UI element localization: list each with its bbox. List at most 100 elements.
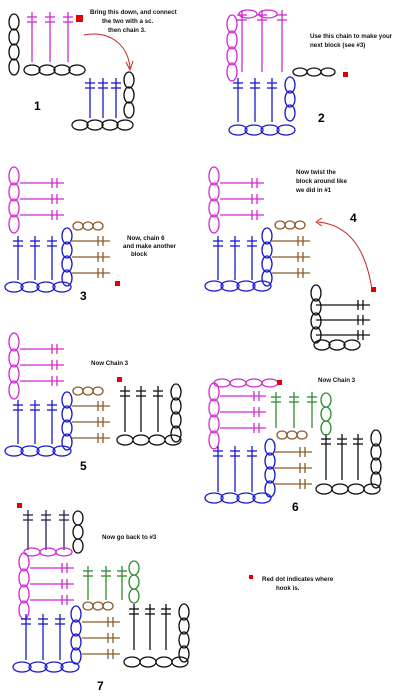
chain-stitch <box>8 166 20 186</box>
chain-stitch <box>52 445 72 457</box>
chain-stitch <box>260 124 280 136</box>
chain-stitch <box>320 67 336 77</box>
chain-stitch <box>313 339 331 351</box>
chain-stitches <box>292 67 336 77</box>
chain-stitch <box>123 101 135 119</box>
navy-block <box>23 510 84 554</box>
chain-stitch <box>208 414 220 434</box>
step-3-caption-line-3: block <box>131 251 148 258</box>
chain-stitch <box>226 62 238 82</box>
chain-stitch <box>170 425 182 443</box>
direction-arrow <box>317 221 373 291</box>
chain-stitch <box>82 386 94 396</box>
chain-stitch <box>61 419 73 437</box>
chain-stitch <box>296 430 308 440</box>
chain-stitch <box>208 182 220 202</box>
chain-stitch <box>244 124 264 136</box>
chain-stitch <box>204 280 224 292</box>
chain-stitch <box>320 392 332 408</box>
chain-stitch <box>171 656 189 668</box>
step-5-caption: Now Chain 3 <box>91 360 129 367</box>
chain-stitch <box>264 438 276 456</box>
chain-stitch <box>82 601 94 611</box>
chain-stitch <box>44 661 64 673</box>
hook-marker <box>371 287 376 292</box>
brown-block <box>82 601 120 659</box>
chain-stitch <box>72 538 84 554</box>
chain-stitch <box>72 510 84 526</box>
chain-stitch <box>208 214 220 234</box>
chain-stitch <box>228 124 248 136</box>
step-3-number: 3 <box>80 289 87 303</box>
chain-stitch <box>20 445 40 457</box>
black-block <box>310 284 370 351</box>
chain-stitch <box>284 76 296 94</box>
chain-stitch <box>8 28 20 46</box>
step-7: Now go back to #3 7 <box>12 503 190 693</box>
green-block <box>271 392 332 436</box>
chain-stitch <box>70 605 82 623</box>
chain-stitch <box>261 255 273 273</box>
step-4-caption-line-3: we did in #1 <box>295 187 332 194</box>
step-5: Now Chain 3 5 <box>4 332 182 473</box>
chain-stitch <box>236 492 256 504</box>
chain-stitch <box>208 198 220 218</box>
pink-block <box>18 547 74 620</box>
chain-stitch <box>252 492 272 504</box>
chain-stitch <box>12 661 32 673</box>
direction-arrow <box>83 33 131 69</box>
step-3: Now, chain 6 and make another block 3 <box>4 166 177 303</box>
chain-stitch <box>170 383 182 401</box>
chain-stitch <box>328 339 346 351</box>
chain-stitch <box>320 406 332 422</box>
brown-block <box>274 430 312 489</box>
chain-stitch <box>23 64 41 76</box>
hook-marker <box>17 503 22 508</box>
chain-stitch <box>116 434 134 446</box>
chain-stitch <box>245 378 263 388</box>
chain-stitch <box>292 67 308 77</box>
blue-block <box>204 227 273 292</box>
chain-stitch <box>226 14 238 34</box>
chain-stitch <box>347 483 365 495</box>
chain-stitch <box>220 492 240 504</box>
chain-stitch <box>155 656 173 668</box>
chain-stitch <box>68 64 86 76</box>
chain-stitch <box>123 71 135 89</box>
chain-stitch <box>258 9 278 19</box>
blue-block <box>71 71 135 131</box>
chain-stitch <box>220 280 240 292</box>
chain-stitch <box>284 90 296 108</box>
legend-line-2: hook is. <box>276 585 300 592</box>
legend: Red dot indicates where hook is. <box>249 575 334 592</box>
legend-line-1: Red dot indicates where <box>262 576 334 583</box>
chain-stitch <box>18 600 30 620</box>
green-block <box>83 560 140 604</box>
chain-stitch <box>92 221 104 231</box>
blue-block <box>4 391 73 457</box>
chain-stitch <box>226 30 238 50</box>
chain-stitch <box>310 298 322 316</box>
chain-stitch <box>164 434 182 446</box>
chain-stitch <box>123 656 141 668</box>
step-2-caption-line-1: Use this chain to make your <box>310 33 393 40</box>
chain-stitch <box>92 386 104 396</box>
step-1-caption-line-3: then chain 3. <box>108 27 146 34</box>
brown-block <box>272 220 310 278</box>
pink-block <box>208 166 264 234</box>
pink-block <box>8 166 64 234</box>
chain-stitch <box>264 480 276 498</box>
chain-stitch <box>8 380 20 400</box>
pink-block <box>8 12 86 76</box>
chain-stitch <box>70 619 82 637</box>
chain-stitch <box>264 466 276 484</box>
chain-stitch <box>276 430 288 440</box>
chain-stitch <box>70 633 82 651</box>
chain-stitch <box>274 220 286 230</box>
step-1-number: 1 <box>34 99 41 113</box>
chain-stitch <box>123 86 135 104</box>
chain-stitch <box>61 391 73 409</box>
red-square-marker-icon <box>249 575 253 579</box>
blue-block <box>228 76 296 136</box>
